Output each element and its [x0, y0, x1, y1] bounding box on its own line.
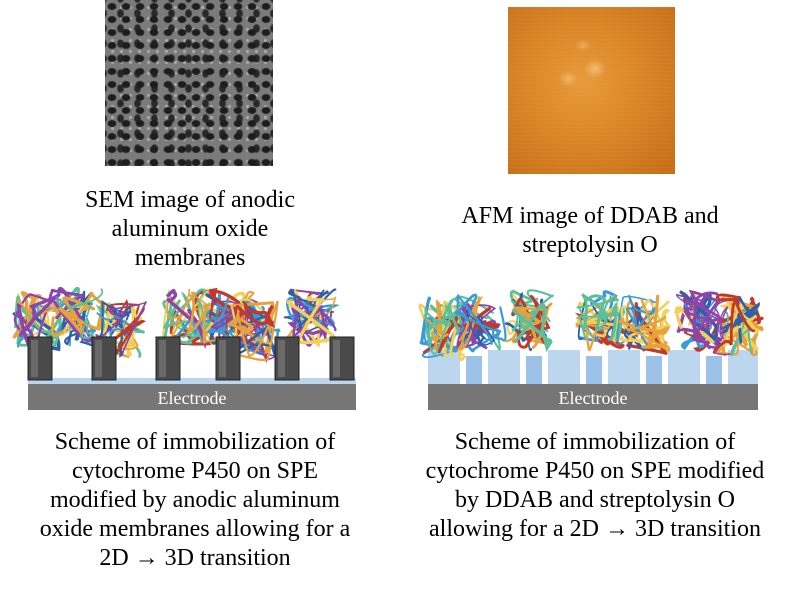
right-scheme-caption-line-4: allowing for a 2D → 3D transition — [429, 516, 761, 542]
afm-caption-line-2: streptolysin O — [522, 232, 658, 258]
right-scheme-caption: Scheme of immobilization of cytochrome P… — [405, 428, 785, 544]
left-scheme-caption-line-1: Scheme of immobilization of — [54, 429, 336, 455]
protein-ribbon — [577, 295, 615, 341]
sem-image — [105, 0, 273, 166]
membrane-pillar-highlight — [278, 340, 285, 377]
right-scheme-caption-line-3: by DDAB and streptolysin O — [455, 487, 735, 513]
left-membrane-pillars — [27, 336, 355, 381]
protein-ribbon — [166, 288, 211, 339]
protein-ribbon — [419, 296, 458, 353]
protein-ribbon — [625, 294, 656, 349]
protein-ribbon — [454, 294, 507, 345]
protein-ribbon — [513, 306, 550, 349]
left-scheme-caption-line-5: 2D → 3D transition — [99, 545, 291, 571]
streptolysin-pore — [706, 356, 722, 384]
right-pore-gaps — [460, 350, 728, 384]
protein-ribbon — [712, 293, 755, 354]
sem-caption-line-1: SEM image of anodic — [85, 187, 295, 213]
membrane-pillar-highlight — [333, 340, 340, 377]
protein-ribbon — [465, 309, 496, 346]
protein-ribbon — [286, 295, 338, 345]
protein-ribbon — [211, 303, 248, 342]
afm-caption-line-1: AFM image of DDAB and — [461, 203, 719, 229]
afm-caption: AFM image of DDAB and streptolysin O — [440, 202, 740, 260]
left-electrode-label: Electrode — [158, 388, 227, 408]
right-scheme-caption-line-1: Scheme of immobilization of — [454, 429, 736, 455]
protein-ribbon — [713, 299, 731, 356]
protein-ribbon — [511, 302, 553, 353]
left-scheme-caption-line-2: cytochrome P450 on SPE — [72, 458, 318, 484]
sem-caption-line-2: aluminum oxide — [111, 216, 269, 242]
membrane-pillar-highlight — [159, 340, 166, 377]
left-base-film — [28, 378, 356, 384]
streptolysin-pore — [586, 356, 602, 384]
sem-caption-line-3: membranes — [134, 245, 246, 271]
afm-image — [508, 7, 675, 174]
right-scheme-caption-line-2: cytochrome P450 on SPE modified — [425, 458, 765, 484]
protein-ribbon — [424, 307, 460, 355]
membrane-pillar-highlight — [219, 340, 226, 377]
protein-ribbon — [619, 308, 672, 344]
protein-ribbon — [641, 310, 669, 353]
streptolysin-pore — [646, 356, 662, 384]
protein-ribbon — [627, 298, 671, 353]
left-scheme-caption: Scheme of immobilization of cytochrome P… — [10, 428, 380, 573]
left-scheme-caption-line-3: modified by anodic aluminum — [50, 487, 340, 513]
protein-ribbon — [234, 303, 281, 359]
streptolysin-pore — [466, 356, 482, 384]
protein-ribbon — [517, 301, 551, 349]
right-electrode-label: Electrode — [559, 388, 628, 408]
right-electrode — [428, 384, 758, 410]
protein-ribbon — [581, 293, 609, 333]
left-electrode — [28, 384, 356, 410]
protein-ribbon — [688, 289, 720, 338]
protein-ribbon — [235, 302, 276, 328]
protein-ribbon — [67, 288, 104, 339]
protein-ribbon — [576, 296, 620, 341]
membrane-pillar-highlight — [31, 340, 38, 377]
membrane-pillar-highlight — [95, 340, 102, 377]
streptolysin-pore — [526, 356, 542, 384]
protein-ribbon — [57, 296, 105, 337]
protein-ribbon — [97, 302, 140, 357]
left-scheme-caption-line-4: oxide membranes allowing for a — [39, 516, 351, 542]
sem-caption: SEM image of anodic aluminum oxide membr… — [40, 186, 340, 273]
protein-ribbon — [186, 293, 212, 344]
protein-ribbon — [457, 295, 483, 352]
right-protein-layer — [418, 289, 764, 362]
